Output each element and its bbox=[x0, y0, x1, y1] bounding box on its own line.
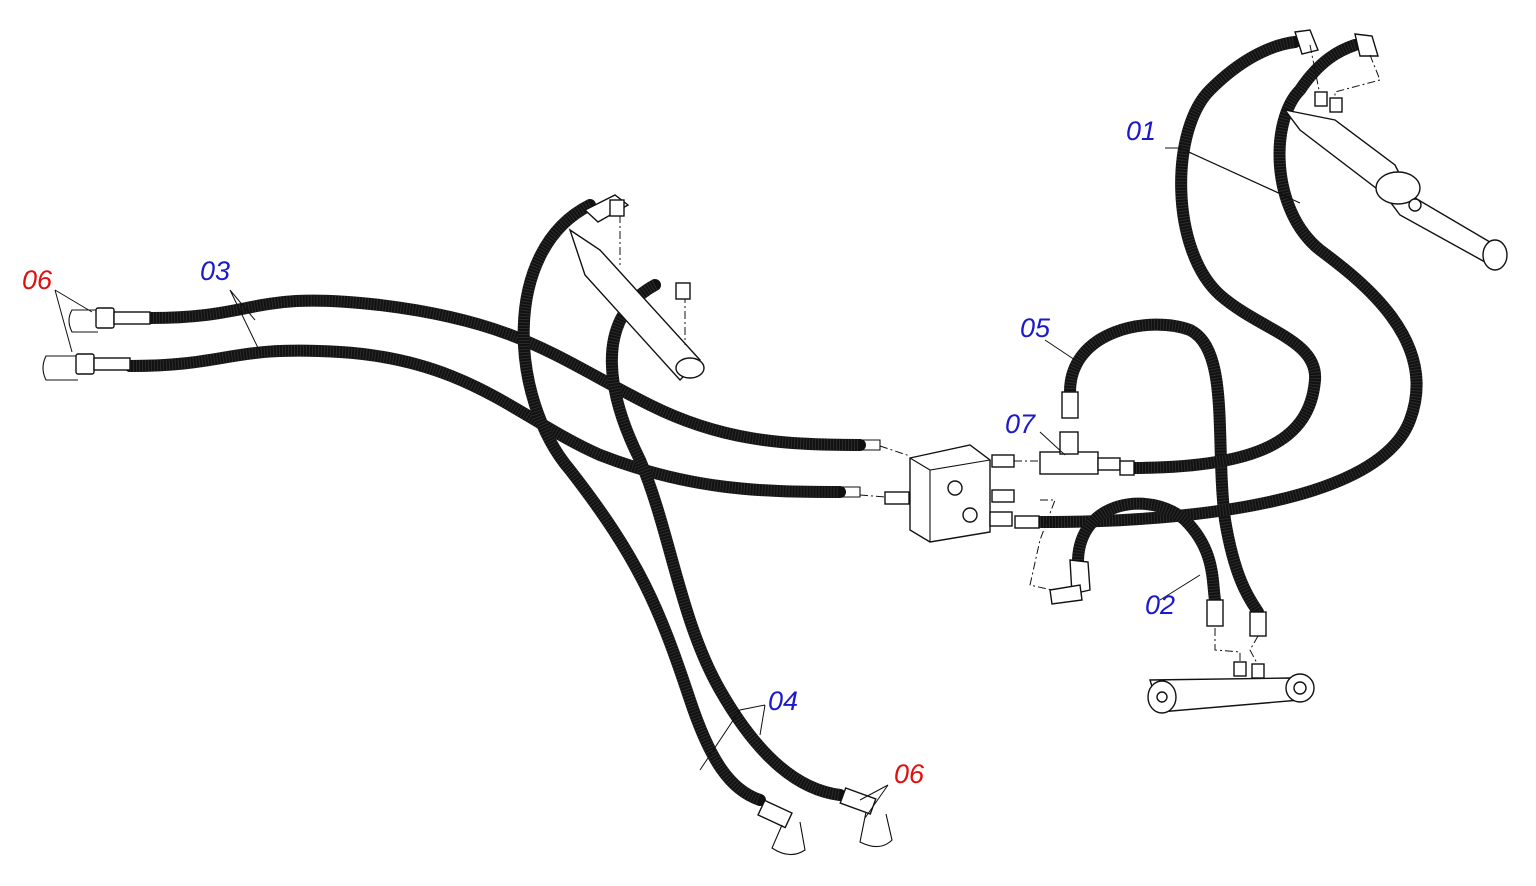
upper-cylinder bbox=[568, 194, 705, 382]
hose-02 bbox=[1029, 497, 1224, 627]
quick-coupler-left-lower bbox=[42, 353, 131, 381]
quick-coupler-left-upper bbox=[68, 307, 151, 333]
callout-06-left: 06 bbox=[22, 265, 53, 295]
quick-coupler-bottom-left bbox=[757, 799, 806, 856]
top-right-cylinder bbox=[1283, 44, 1508, 271]
callout-06-bottom: 06 bbox=[894, 759, 925, 789]
valve-block bbox=[859, 444, 1015, 543]
quick-coupler-bottom-right bbox=[839, 787, 893, 848]
hose-05 bbox=[1061, 318, 1267, 637]
hose-01 bbox=[1014, 29, 1423, 529]
callout-05: 05 bbox=[1020, 313, 1051, 343]
callout-03: 03 bbox=[200, 256, 231, 286]
callout-04: 04 bbox=[768, 686, 799, 716]
bottom-right-cylinder bbox=[1147, 628, 1315, 714]
callout-07: 07 bbox=[1005, 409, 1036, 439]
hose-03 bbox=[124, 294, 881, 498]
leader-lines bbox=[54, 147, 1301, 819]
callout-02: 02 bbox=[1145, 590, 1176, 620]
hose-04 bbox=[517, 199, 846, 806]
callout-01: 01 bbox=[1126, 116, 1157, 146]
